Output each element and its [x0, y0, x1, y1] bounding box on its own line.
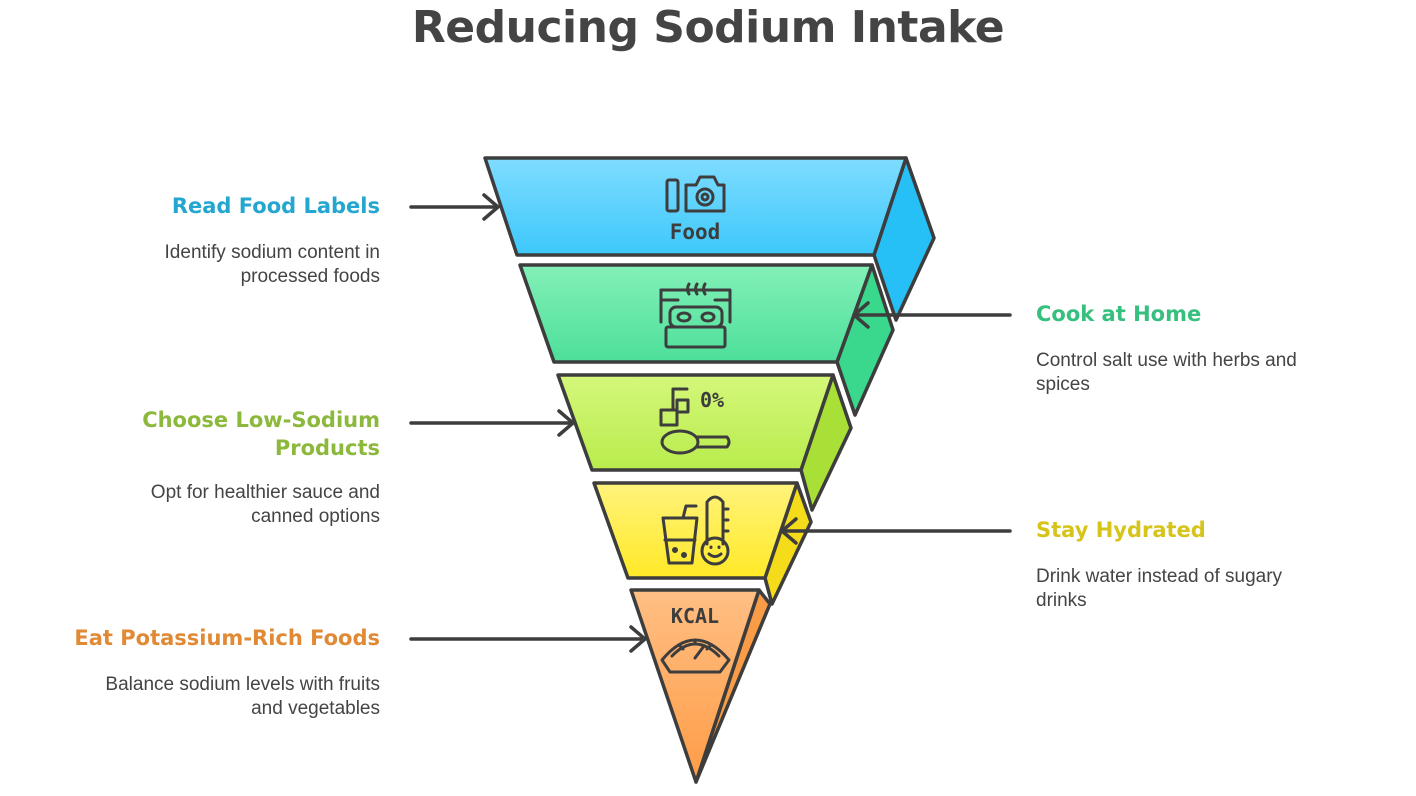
- desc-stay-hydrated: Drink water instead of sugary drinks: [1036, 566, 1283, 611]
- camera-food-icon: Food: [665, 175, 726, 244]
- desc-read-food-labels: Identify sodium content in processed foo…: [164, 242, 380, 287]
- label-stay-hydrated: Stay Hydrated: [1036, 518, 1206, 542]
- diagram-title: Reducing Sodium Intake: [411, 2, 1005, 53]
- stove-icon: [659, 282, 732, 349]
- desc-eat-potassium-rich-foods: Balance sodium levels with fruits and ve…: [105, 674, 380, 719]
- funnel-level-cook-at-home: [518, 263, 895, 417]
- desc-choose-low-sodium-products: Opt for healthier sauce and canned optio…: [150, 482, 380, 527]
- label-choose-low-sodium-products: Choose Low-Sodium Products: [142, 408, 380, 460]
- label-cook-at-home: Cook at Home: [1036, 302, 1202, 326]
- funnel-level-read-food-labels: [483, 156, 936, 322]
- funnel-front-5: [629, 588, 761, 784]
- salt-spoon-icon: 0%: [659, 387, 731, 455]
- funnel-front-1: [483, 156, 908, 257]
- desc-cook-at-home: Control salt use with herbs and spices: [1036, 350, 1297, 395]
- arrow-eat-potassium-rich-foods: [409, 625, 647, 653]
- label-eat-potassium-rich-foods: Eat Potassium-Rich Foods: [74, 626, 380, 650]
- arrow-stay-hydrated: [780, 517, 1012, 545]
- arrow-cook-at-home: [852, 301, 1012, 329]
- arrow-read-food-labels: [409, 193, 500, 221]
- funnel-level-eat-potassium-rich-foods: [629, 588, 772, 784]
- icon-text-zero-percent: 0%: [700, 388, 724, 412]
- icon-text-food: Food: [670, 220, 721, 244]
- funnel-level-choose-low-sodium-products: [556, 373, 853, 512]
- funnel-level-stay-hydrated: [592, 481, 813, 606]
- scale-kcal-icon: KCAL: [660, 604, 731, 674]
- funnel-front-3: [556, 373, 835, 472]
- arrow-choose-low-sodium-products: [409, 409, 575, 437]
- label-read-food-labels: Read Food Labels: [171, 194, 380, 218]
- funnel-front-2: [518, 263, 874, 364]
- icon-text-kcal: KCAL: [671, 604, 719, 628]
- drink-thermometer-icon: [661, 495, 730, 566]
